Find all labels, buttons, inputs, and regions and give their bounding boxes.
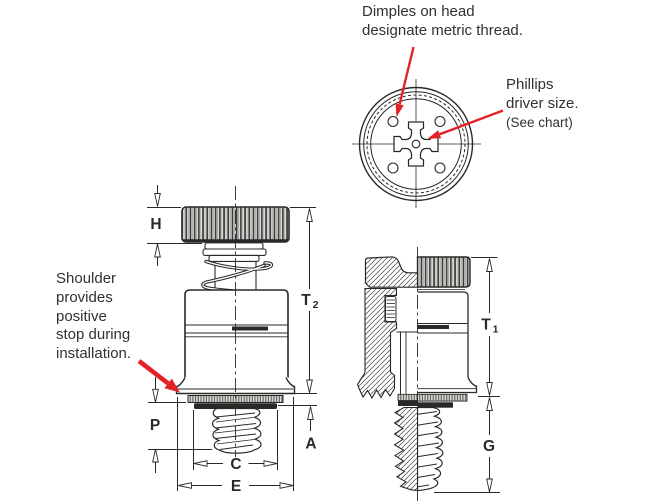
- spring: [201, 259, 274, 294]
- top-view-head: [352, 79, 481, 208]
- thread-half: [416, 406, 444, 492]
- body-cylinder: [184, 289, 289, 378]
- retainer-hub: [208, 254, 260, 262]
- retainer-flange: [204, 242, 264, 250]
- note-phillips-sub: (See chart): [506, 115, 573, 130]
- note-shoulder: Shoulder provides positive stop during i…: [56, 270, 132, 362]
- side-view: [175, 186, 296, 457]
- dim-label-G: G: [483, 438, 495, 455]
- dimension-graphics: [147, 185, 500, 493]
- dim-label-A: A: [305, 436, 316, 453]
- dim-label-H: H: [150, 216, 161, 233]
- dim-label-T1-sub: 1: [493, 324, 499, 336]
- note-dimples: Dimples on head designate metric thread.: [362, 3, 523, 39]
- dim-label-T2-sub: 2: [313, 299, 319, 311]
- dimension-arrowheads: [152, 193, 493, 493]
- ring-groove: [232, 326, 268, 331]
- knob-half: [416, 256, 471, 288]
- section-view: [356, 247, 478, 501]
- serrated-insert: [385, 296, 397, 322]
- note-phillips: Phillips driver size.: [506, 76, 579, 112]
- recess-center: [411, 139, 421, 149]
- shoulder-flange: [175, 377, 296, 395]
- metric-dimples: [387, 115, 446, 174]
- shoulder-half: [417, 376, 478, 394]
- dim-label-P: P: [150, 417, 160, 434]
- dimples-arrow-icon: [395, 46, 415, 117]
- dim-label-T2: T: [301, 292, 311, 309]
- thread-section: [393, 406, 419, 492]
- dim-label-T1: T: [481, 317, 491, 334]
- body-half: [417, 291, 469, 377]
- retainer-ring: [202, 248, 267, 256]
- shoulder-arrow-icon: [137, 359, 180, 393]
- dim-label-E: E: [231, 478, 241, 495]
- sleeve-section: [356, 287, 398, 400]
- callout-arrows: [137, 46, 504, 393]
- head-section: [364, 256, 419, 288]
- dimension-labels: H T 2 P A C E T 1 G: [150, 216, 499, 495]
- phillips-arrow-icon: [427, 109, 504, 139]
- dim-label-C: C: [230, 456, 241, 473]
